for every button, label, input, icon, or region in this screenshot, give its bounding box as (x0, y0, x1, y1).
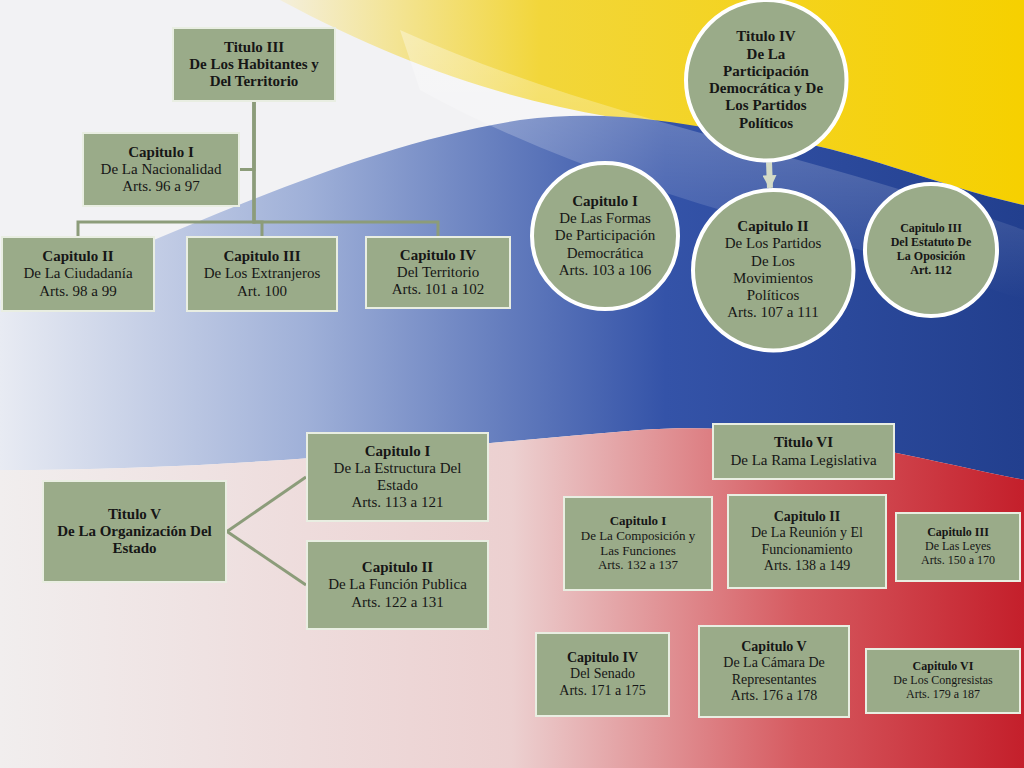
chapter-circle: Capitulo IIIDel Estatuto De La Oposición… (863, 182, 999, 318)
body-text: De Las Formas De Participación Democráti… (553, 210, 658, 262)
heading-text: Capitulo VI (873, 660, 1013, 674)
circle-shape (865, 184, 997, 316)
circle-shape (686, 0, 847, 160)
circle-shape (693, 190, 853, 350)
circle-content: Capitulo IIIDel Estatuto De La Oposición… (883, 222, 978, 277)
chapter-box: Capitulo IVDel TerritorioArts. 101 a 102 (365, 236, 511, 309)
body-text: De La Función Publica (314, 576, 481, 593)
chapter-box: Capitulo VIDe Los CongresistasArts. 179 … (865, 648, 1021, 714)
heading-text: Titulo VI (720, 434, 887, 451)
article-range: Arts. 132 a 137 (571, 558, 705, 573)
arrow-connector (766, 162, 773, 188)
chapter-box: Capitulo IIIDe Las LeyesArts. 150 a 170 (895, 512, 1021, 582)
heading-text: Capitulo II (9, 248, 147, 265)
chapter-box: Capitulo IIDe La Función PublicaArts. 12… (306, 540, 489, 630)
title-box: Titulo VDe La Organización Del Estado (42, 480, 227, 583)
heading-text: Titulo IV (708, 28, 823, 45)
body-text: De La Estructura Del Estado (314, 460, 481, 495)
body-text: De Los Partidos De Los Movimientos Polít… (715, 235, 830, 304)
heading-text: Capitulo III (903, 526, 1013, 540)
heading-text: Capitulo I (571, 514, 705, 529)
heading-text: Capitulo II (314, 559, 481, 576)
title-circle: Titulo IVDe La Participación Democrática… (684, 0, 849, 162)
article-range: Arts. 138 a 149 (735, 558, 879, 574)
body-text: De La Nacionalidad (90, 161, 232, 178)
heading-text: Capitulo I (553, 193, 658, 210)
body-text: De Los Extranjeros (194, 265, 330, 282)
article-range: Arts. 179 a 187 (873, 688, 1013, 702)
connector-line (240, 102, 254, 170)
article-range: Arts. 96 a 97 (90, 178, 232, 195)
heading-text: Capitulo I (90, 144, 232, 161)
body-text: Del Territorio (373, 264, 503, 281)
body-text: De La Ciudadanía (9, 265, 147, 282)
article-range: Arts. 171 a 175 (543, 683, 662, 699)
chapter-circle: Capitulo IIDe Los Partidos De Los Movimi… (691, 188, 855, 352)
article-range: Arts. 150 a 170 (903, 554, 1013, 568)
heading-text: Capitulo II (735, 509, 879, 525)
body-text: De Las Leyes (903, 540, 1013, 554)
chapter-box: Capitulo IIIDe Los ExtranjerosArt. 100 (186, 236, 338, 312)
chapter-box: Capitulo IDe La Composición y Las Funcio… (563, 496, 713, 591)
chapter-box: Capitulo IIDe La CiudadaníaArts. 98 a 99 (1, 236, 155, 312)
article-range: Arts. 101 a 102 (373, 281, 503, 298)
body-text: Del Estatuto De La Oposición (883, 236, 978, 264)
heading-text: Capitulo IV (373, 247, 503, 264)
circle-content: Titulo IVDe La Participación Democrática… (708, 28, 823, 132)
body-text: De La Composición y Las Funciones (571, 529, 705, 559)
article-range: Art. 112 (883, 264, 978, 278)
chapter-box: Capitulo VDe La Cámara De Representantes… (698, 625, 850, 718)
body-text: De Los Congresistas (873, 674, 1013, 688)
article-range: Art. 100 (194, 283, 330, 300)
connector-line (227, 477, 306, 532)
body-text: De La Participación Democrática y De Los… (708, 46, 823, 132)
heading-text: Titulo III (180, 39, 328, 56)
title-box: Titulo VIDe La Rama Legislativa (712, 423, 895, 480)
connector-line (227, 532, 306, 586)
circle-content: Capitulo IIDe Los Partidos De Los Movimi… (715, 218, 830, 322)
chapter-box: Capitulo IVDel SenadoArts. 171 a 175 (535, 632, 670, 717)
circle-content: Capitulo IDe Las Formas De Participación… (553, 193, 658, 279)
article-range: Arts. 107 a 111 (715, 304, 830, 321)
body-text: De La Reunión y El Funcionamiento (735, 525, 879, 557)
circle-shape (532, 163, 678, 309)
body-text: De La Cámara De Representantes (706, 655, 842, 687)
chapter-box: Capitulo IIDe La Reunión y El Funcionami… (727, 494, 887, 589)
chapter-circle: Capitulo IDe Las Formas De Participación… (530, 161, 680, 311)
heading-text: Capitulo I (314, 443, 481, 460)
body-text: De La Rama Legislativa (720, 452, 887, 469)
heading-text: Capitulo II (715, 218, 830, 235)
blue-band (0, 116, 1024, 480)
heading-text: Capitulo III (194, 248, 330, 265)
body-text: De Los Habitantes y Del Territorio (180, 56, 328, 91)
heading-text: Capitulo III (883, 222, 978, 236)
article-range: Arts. 122 a 131 (314, 594, 481, 611)
article-range: Arts. 98 a 99 (9, 283, 147, 300)
connector-line (254, 102, 438, 236)
body-text: De La Organización Del Estado (50, 523, 219, 558)
body-text: Del Senado (543, 666, 662, 682)
article-range: Arts. 176 a 178 (706, 688, 842, 704)
heading-text: Capitulo V (706, 639, 842, 655)
chapter-box: Capitulo IDe La Estructura Del EstadoArt… (306, 432, 489, 522)
chapter-box: Capitulo IDe La NacionalidadArts. 96 a 9… (82, 132, 240, 207)
title-box: Titulo IIIDe Los Habitantes y Del Territ… (172, 27, 336, 102)
connector-line (78, 102, 254, 236)
article-range: Arts. 113 a 121 (314, 494, 481, 511)
heading-text: Titulo V (50, 506, 219, 523)
article-range: Arts. 103 a 106 (553, 262, 658, 279)
heading-text: Capitulo IV (543, 650, 662, 666)
